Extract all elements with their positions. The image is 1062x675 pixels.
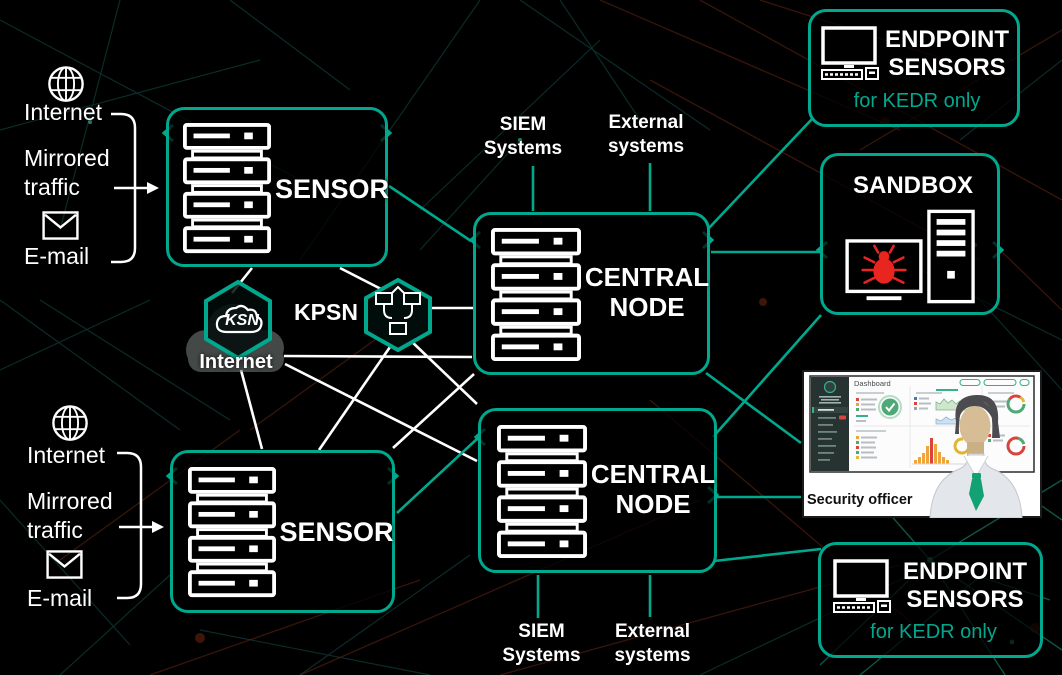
tower-server-icon bbox=[927, 209, 975, 304]
input-brackets bbox=[111, 112, 155, 600]
security-officer-caption: Security officer bbox=[807, 492, 913, 508]
white-links bbox=[230, 266, 478, 463]
central-node-top-box: CENTRAL NODE bbox=[473, 212, 710, 375]
endpoint-sensors-top-box: ENDPOINT SENSORS for KEDR only bbox=[808, 9, 1020, 127]
desktop-computer-icon bbox=[833, 559, 891, 613]
security-officer-image bbox=[802, 370, 1042, 518]
globe-icon bbox=[47, 65, 85, 103]
sandbox-box: SANDBOX bbox=[820, 153, 1000, 315]
mirrored-traffic-label-bottom: Mirrored traffic bbox=[27, 488, 113, 544]
sandbox-label: SANDBOX bbox=[852, 172, 973, 199]
endpoint-sensors-bottom-label: ENDPOINT SENSORS bbox=[902, 558, 1027, 614]
ksn-internet-caption: Internet bbox=[199, 351, 273, 373]
malware-monitor-icon bbox=[845, 239, 923, 305]
sensor-bottom-box: SENSOR bbox=[170, 450, 395, 613]
teal-links bbox=[388, 118, 822, 618]
arrow-heads bbox=[147, 182, 164, 533]
central-node-bottom-label: CENTRAL NODE bbox=[590, 459, 716, 519]
email-label-top: E-mail bbox=[24, 243, 90, 269]
internet-label-top: Internet bbox=[24, 99, 102, 125]
kpsn-network-icon bbox=[362, 278, 434, 352]
email-icon-top bbox=[42, 211, 79, 240]
security-officer-person bbox=[929, 394, 1023, 518]
dashboard-screen-title: Dashboard bbox=[854, 379, 891, 388]
ksn-cloud-icon bbox=[186, 280, 284, 372]
external-systems-label-bottom: External systems bbox=[614, 621, 691, 666]
desktop-computer-icon bbox=[821, 26, 879, 80]
email-label-bottom: E-mail bbox=[27, 585, 93, 611]
external-systems-label-top: External systems bbox=[607, 112, 685, 157]
ksn-label: KSN bbox=[225, 312, 259, 329]
server-stack-icon bbox=[188, 467, 276, 599]
central-node-top-label: CENTRAL NODE bbox=[584, 262, 710, 322]
mirrored-traffic-label-top: Mirrored traffic bbox=[24, 145, 110, 201]
email-icon-bottom bbox=[46, 550, 83, 579]
endpoint-sensors-top-label: ENDPOINT SENSORS bbox=[884, 26, 1009, 82]
sensor-bottom-label: SENSOR bbox=[279, 517, 394, 547]
sensor-top-box: SENSOR bbox=[166, 107, 390, 267]
server-stack-icon bbox=[183, 123, 271, 255]
kedr-note-bottom: for KEDR only bbox=[870, 621, 997, 643]
sensor-top-label: SENSOR bbox=[275, 174, 390, 204]
globe-icon bbox=[51, 404, 89, 442]
central-node-bottom-box: CENTRAL NODE bbox=[478, 408, 717, 573]
server-stack-icon bbox=[491, 228, 581, 363]
kpsn-label: KPSN bbox=[294, 299, 358, 325]
internet-label-bottom: Internet bbox=[27, 442, 105, 468]
kedr-note-top: for KEDR only bbox=[853, 90, 981, 112]
server-stack-icon bbox=[497, 425, 587, 560]
siem-systems-label-bottom: SIEM Systems bbox=[502, 621, 581, 666]
endpoint-sensors-bottom-box: ENDPOINT SENSORS for KEDR only bbox=[818, 542, 1043, 658]
siem-systems-label-top: SIEM Systems bbox=[483, 114, 563, 159]
dashboard-screenshot bbox=[809, 375, 1035, 473]
